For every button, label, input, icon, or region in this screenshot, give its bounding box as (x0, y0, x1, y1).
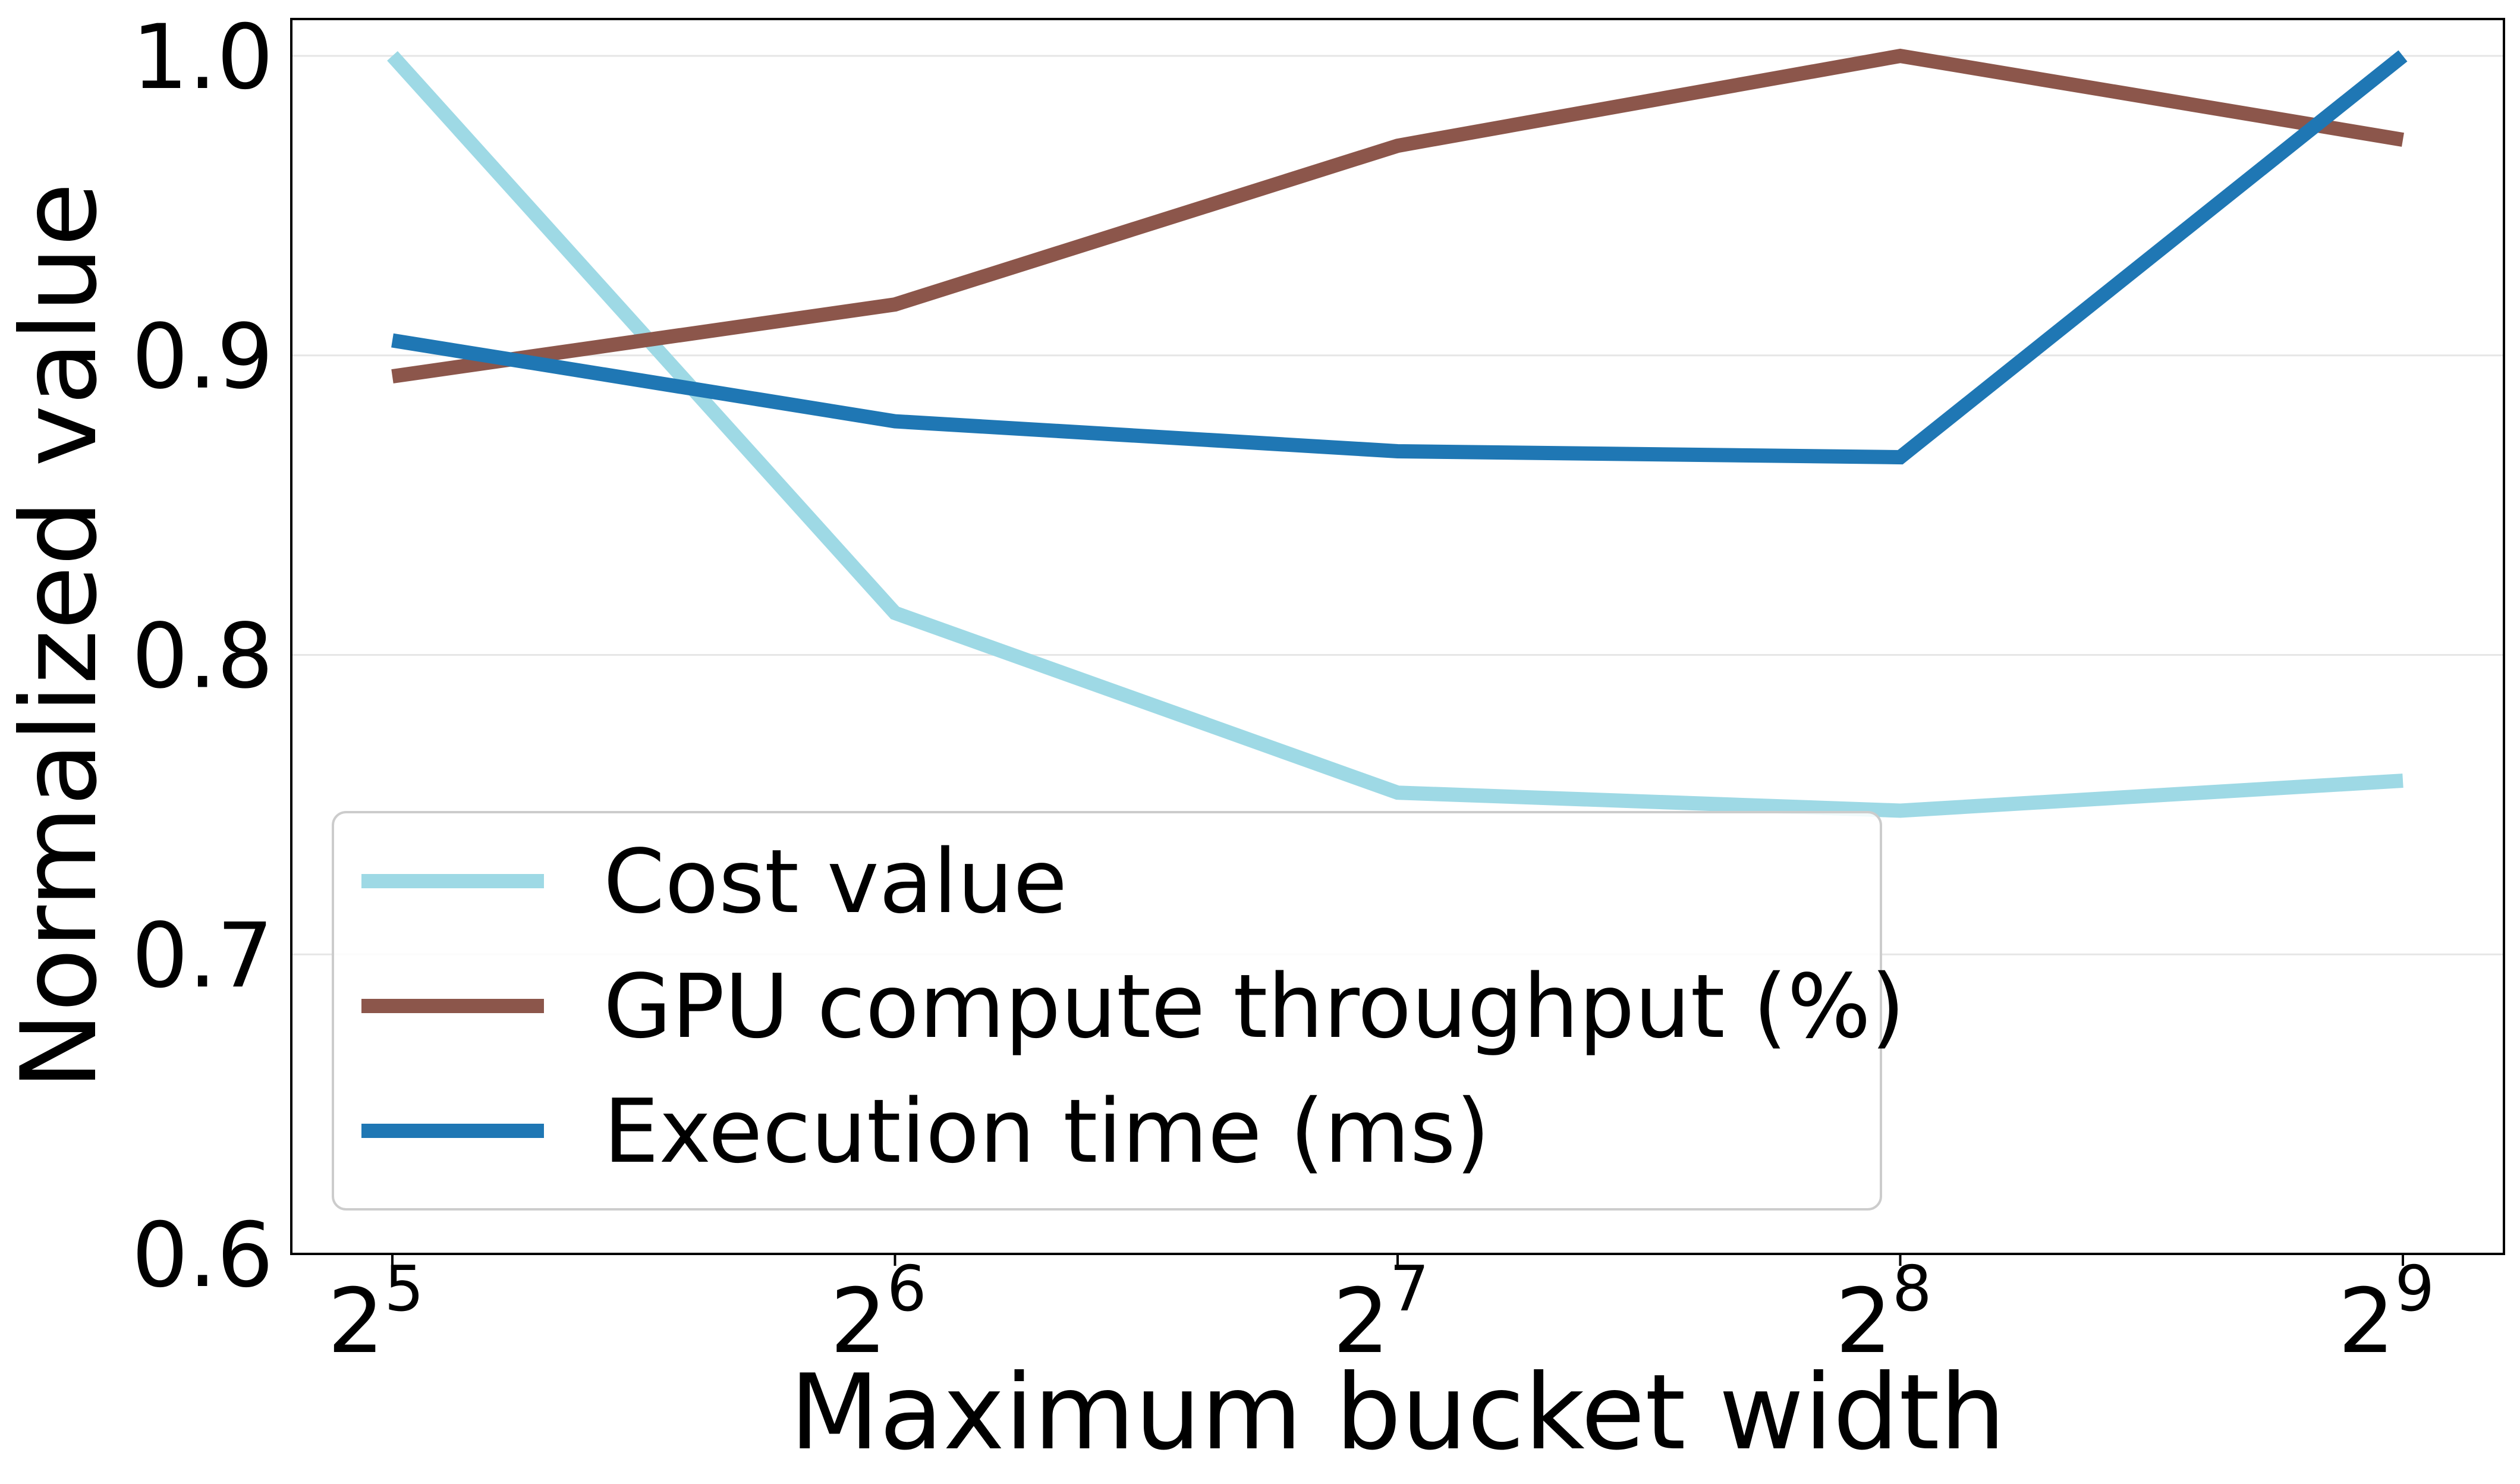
series-line (391, 50, 2408, 465)
x-tick-label: 26 (830, 1253, 926, 1373)
legend-label: Execution time (ms) (603, 1080, 1490, 1183)
y-tick-label: 0.9 (131, 306, 273, 409)
legend-label: GPU compute throughput (%) (603, 955, 1905, 1058)
x-axis-label: Maximum bucket width (789, 1353, 2005, 1473)
x-tick-label: 27 (1333, 1253, 1429, 1373)
y-tick-label: 0.6 (131, 1204, 273, 1307)
x-tick-label: 29 (2338, 1253, 2434, 1373)
series-line (391, 48, 2404, 383)
x-tick-label: 28 (1835, 1253, 1931, 1373)
legend-box (332, 811, 1882, 1211)
legend-label: Cost value (603, 831, 1067, 933)
y-tick-label: 0.8 (131, 605, 273, 709)
series-line (387, 51, 2403, 818)
series-lines (387, 48, 2408, 818)
axis-ticks: 0.6 0.7 0.8 0.9 1.0 25 26 27 28 29 (131, 6, 2434, 1373)
y-tick-label: 1.0 (131, 6, 273, 109)
y-tick-label: 0.7 (131, 904, 273, 1008)
y-axis-label: Normalized value (0, 183, 120, 1090)
x-tick-label: 25 (328, 1253, 424, 1373)
